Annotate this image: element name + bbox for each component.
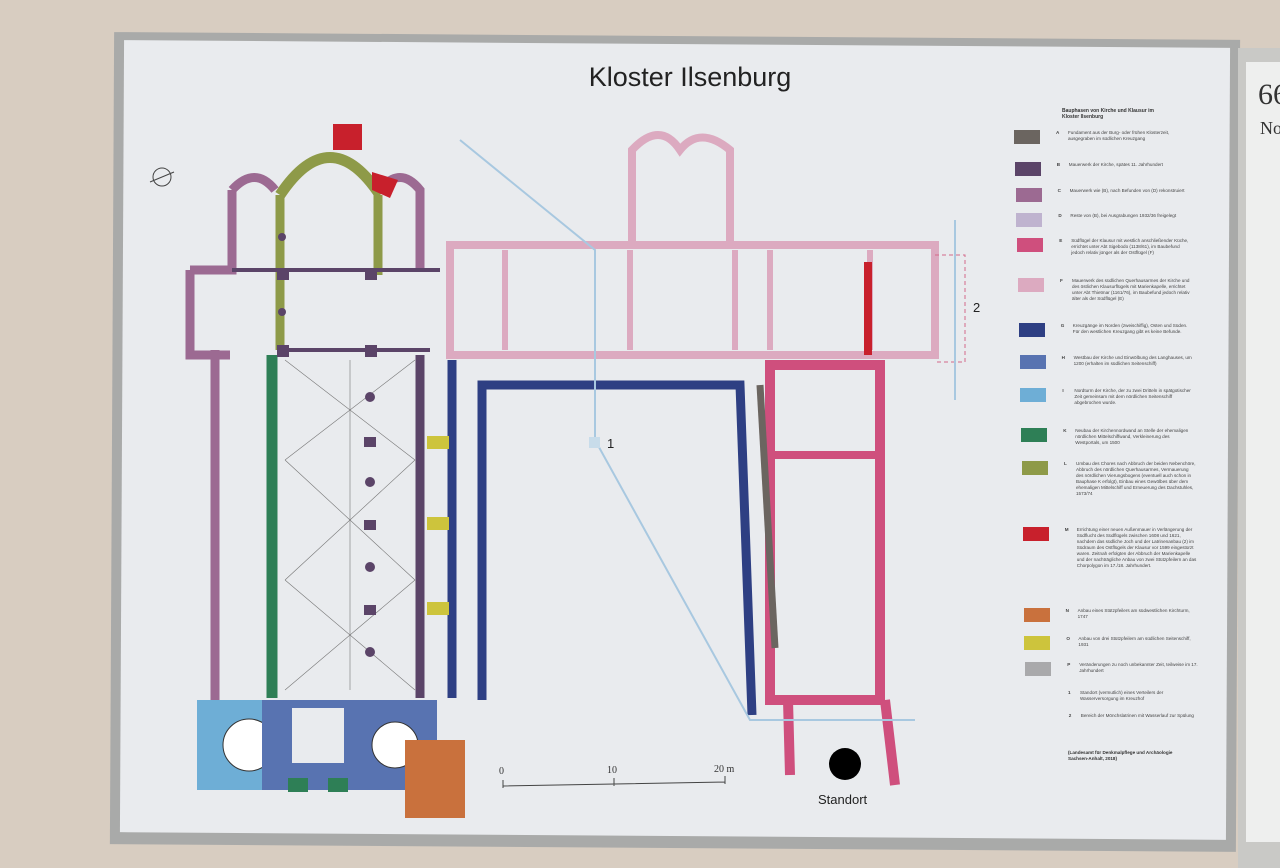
- transept: [232, 268, 440, 352]
- standort-marker: [829, 748, 861, 780]
- legend-swatch: [1022, 461, 1048, 475]
- scale-tick-10: 10: [607, 765, 617, 776]
- legend-swatch: [1019, 355, 1046, 369]
- legend-key: E: [1059, 238, 1063, 243]
- marker-1-square: [589, 437, 600, 448]
- nave-piers: [277, 233, 377, 657]
- legend-swatch: [1015, 188, 1042, 202]
- south-range-extension: [783, 699, 900, 786]
- legend-text: Veränderungen zu noch unbekannter Zeit, …: [1079, 662, 1198, 673]
- legend-swatch: [1018, 278, 1044, 292]
- choir-apse: [275, 152, 385, 199]
- legend-text: Standort (vermutlich) eines Verteilers d…: [1080, 690, 1164, 701]
- legend-credit: (Landesamt für Denkmalpflege und Archäol…: [1068, 750, 1173, 761]
- legend-swatch: [1014, 130, 1040, 144]
- scale-tick-20: 20 m: [714, 764, 735, 775]
- legend-text: Südflügel der Klausur mit westlich ansch…: [1071, 238, 1189, 255]
- north-apse: [228, 173, 279, 194]
- buttress-O2: [427, 517, 449, 530]
- legend-text: Anbau von drei Stützpfeilern am südliche…: [1078, 636, 1191, 647]
- legend-key: M: [1064, 527, 1069, 532]
- latrine-area: [935, 254, 966, 363]
- standort-label: Standort: [818, 792, 868, 807]
- legend-swatch: [1024, 636, 1051, 650]
- legend-swatch: [1020, 388, 1047, 402]
- legend-text: Reste von (B), bei Ausgrabungen 1932/36 …: [1070, 213, 1177, 218]
- legend-swatch: [1017, 238, 1044, 252]
- legend-key: L: [1064, 461, 1067, 466]
- choir-walls: [275, 195, 383, 350]
- legend-key: O: [1066, 636, 1070, 641]
- legend-swatch: [1014, 162, 1041, 176]
- nave-vaults: [284, 359, 416, 691]
- legend-swatch: [1025, 662, 1052, 676]
- legend-key: 2: [1068, 713, 1072, 718]
- legend-key: I: [1062, 388, 1064, 393]
- legend-text: Bereich der Mönchslatrinen mit Wasserlau…: [1080, 713, 1194, 718]
- westwork-hall: [292, 708, 344, 763]
- adjacent-panel-heading: No: [1260, 118, 1280, 138]
- legend-key: H: [1061, 355, 1065, 360]
- page-title: Kloster Ilsenburg: [588, 62, 792, 92]
- buttress-O1: [427, 436, 449, 449]
- legend-key: K: [1063, 428, 1067, 433]
- foundation-A: [756, 384, 779, 649]
- legend-text: Anbau eines Stützpfeilers am südwestlich…: [1077, 608, 1190, 619]
- legend-swatch: [1016, 213, 1043, 227]
- legend-text: Nordturm der Kirche, der zu zwei Drittel…: [1074, 388, 1191, 405]
- legend-text: Mauerwerk des südlichen Querhausarmes de…: [1072, 278, 1190, 301]
- legend-text: Mauerwerk wie (B), nach Befunden von (D)…: [1069, 188, 1185, 193]
- portal-K1: [288, 778, 308, 792]
- legend-text: Kreuzgänge im Norden (zweischiffig), Ost…: [1072, 323, 1188, 334]
- legend-key: D: [1058, 213, 1062, 218]
- buttress-M: [333, 124, 362, 150]
- marker-2-label: 2: [973, 300, 981, 315]
- cloister-walk: [447, 360, 757, 716]
- legend-key: P: [1067, 662, 1071, 667]
- marker-1-label: 1: [607, 436, 615, 451]
- legend-key: G: [1060, 323, 1065, 328]
- adjacent-panel-number: 66: [1258, 78, 1280, 111]
- legend-text: Umbau des Chores nach Abbruch der beiden…: [1076, 461, 1196, 496]
- buttress-N: [405, 740, 465, 818]
- south-range: [765, 360, 885, 705]
- legend-key: 1: [1068, 690, 1071, 695]
- east-range: [446, 241, 939, 359]
- portal-K2: [328, 778, 348, 792]
- adjacent-panel: 66 No: [1246, 62, 1280, 842]
- legend-text: Errichtung einer neuen Außenmauer in Ver…: [1076, 527, 1197, 568]
- legend-key: N: [1065, 608, 1069, 613]
- legend-text: Westbau der Kirche und Einwölbung des La…: [1073, 355, 1192, 366]
- east-range-divisions: [502, 250, 873, 350]
- north-aisle-wall: [185, 190, 237, 700]
- scale-bar: [502, 776, 726, 788]
- legend-key: C: [1057, 188, 1061, 193]
- north-arrow-icon: [152, 167, 172, 187]
- legend-swatch: [1023, 608, 1050, 622]
- legend-key: B: [1056, 162, 1061, 167]
- chapter-house: [628, 131, 734, 245]
- legend-text: Neubau der Kirchennordwand an Stelle der…: [1075, 428, 1189, 445]
- scale-tick-0: 0: [499, 766, 504, 777]
- buttress-M2: [372, 172, 398, 198]
- legend-text: Mauerwerk der Kirche, spätes 11. Jahrhun…: [1068, 162, 1163, 167]
- legend-swatch: [1021, 428, 1048, 442]
- legend-key: F: [1060, 278, 1063, 283]
- legend-key: A: [1056, 130, 1060, 135]
- buttress-O3: [427, 602, 449, 615]
- legend-swatch: [1018, 323, 1045, 337]
- legend-title: Bauphasen von Kirche und Klausur im Klos…: [1062, 108, 1154, 120]
- legend-swatch: [1022, 527, 1049, 541]
- legend-text: Fundament aus der Burg- oder frühen Klos…: [1068, 130, 1170, 141]
